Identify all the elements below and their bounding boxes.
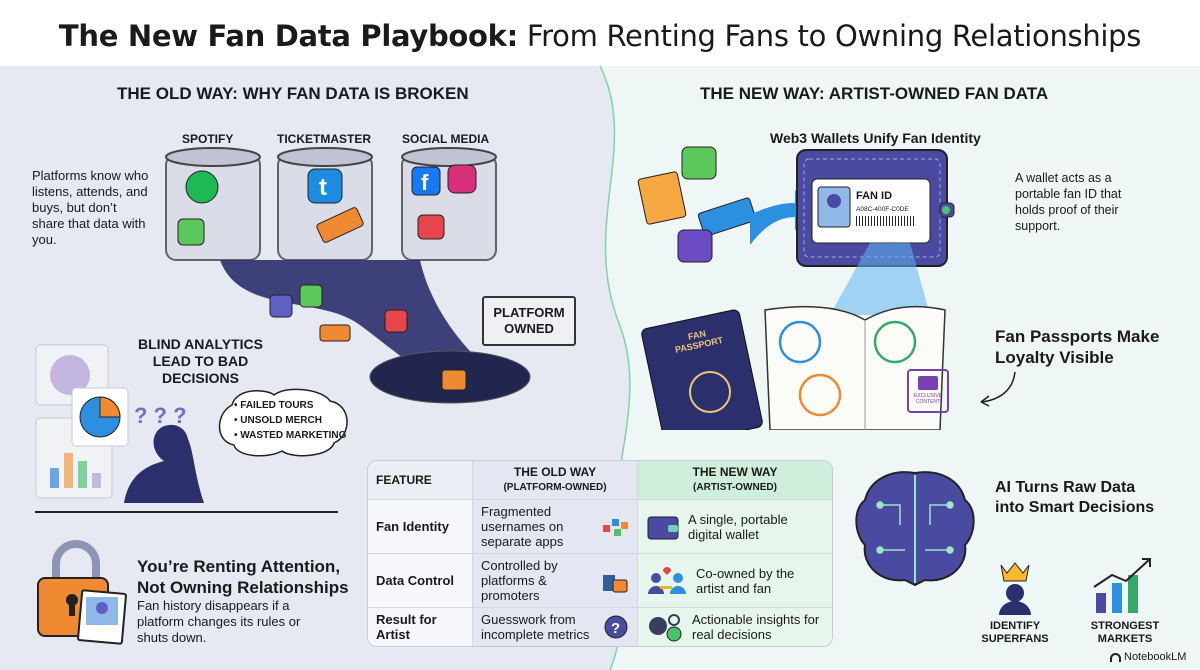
platform-owned-sign: PLATFORM OWNED [482, 296, 576, 346]
data-jars-illustration: t f [165, 147, 531, 404]
header-feature: FEATURE [368, 461, 473, 500]
fan-id-code: A08C-400F-C0DE [856, 206, 909, 213]
strongest-markets-label: STRONGEST MARKETS [1090, 620, 1160, 645]
thought-list: • FAILED TOURS • UNSOLD MERCH • WASTED M… [234, 398, 346, 443]
old-cell: Fragmented usernames on separate apps [481, 504, 564, 549]
new-cell: Co-owned by the artist and fan [696, 565, 795, 596]
renting-heading: You’re Renting Attention, Not Owning Rel… [137, 557, 349, 597]
ticketmaster-icon [307, 168, 343, 204]
instagram-icon [447, 164, 477, 194]
new-cell: Actionable insights for real decisions [692, 612, 820, 642]
market-growth-chart-icon [1093, 558, 1151, 613]
header-old-way: THE OLD WAY(PLATFORM-OWNED) [473, 461, 638, 500]
wallet-icon [647, 516, 679, 539]
blind-analytics-heading: BLIND ANALYTICS LEAD TO BAD DECISIONS [138, 336, 263, 386]
new-cell: A single, portable digital wallet [688, 511, 788, 542]
data-drain-swirl [220, 260, 490, 380]
feature-cell: Result for Artist [368, 608, 473, 646]
brand-name: NotebookLM [1124, 651, 1187, 663]
platform-label: SOCIAL MEDIA [402, 132, 490, 146]
svg-text:f: f [421, 170, 429, 195]
spotify-icon [185, 170, 219, 204]
svg-text:? ? ?: ? ? ? [134, 403, 187, 428]
comparison-table: FEATURE THE OLD WAY(PLATFORM-OWNED) THE … [367, 460, 833, 647]
passport-heading: Fan Passports Make Loyalty Visible [995, 327, 1160, 367]
notebooklm-icon [1110, 652, 1121, 662]
ticket-icon [316, 207, 364, 243]
superfan-crown-icon [999, 562, 1031, 615]
co-owned-people-icon [648, 566, 686, 594]
feature-cell: Fan Identity [368, 500, 473, 554]
jar-icon [165, 147, 497, 261]
thought-item: • UNSOLD MERCH [234, 415, 322, 426]
facebook-icon [411, 166, 441, 196]
question-icon: ? [604, 615, 628, 639]
music-icon [681, 146, 717, 180]
lock-icon [441, 369, 467, 391]
ai-heading: AI Turns Raw Data into Smart Decisions [995, 479, 1155, 516]
page-title: The New Fan Data Playbook: From Renting … [58, 19, 1142, 53]
ticket-icon [697, 197, 757, 237]
thought-item: • WASTED MARKETING [234, 430, 347, 441]
table-row: Fan Identity Fragmented usernames on sep… [368, 500, 832, 554]
music-icon [177, 218, 205, 246]
document-icon [637, 171, 687, 225]
gears-check-icon [649, 614, 682, 642]
confused-person-silhouette [124, 424, 204, 503]
analytics-charts-illustration: ? ? ? [35, 344, 204, 503]
fan-passport-illustration [641, 305, 949, 430]
old-cell: Guesswork from incomplete metrics [481, 612, 590, 642]
heart-icon [417, 214, 445, 240]
feature-cell: Data Control [368, 554, 473, 608]
ai-brain-icon [855, 471, 975, 587]
stamp-icon [798, 373, 842, 417]
platform-label: SPOTIFY [182, 132, 234, 146]
old-way-heading: THE OLD WAY: WHY FAN DATA IS BROKEN [117, 84, 469, 103]
old-cell: Controlled by platforms & promoters [481, 558, 558, 603]
new-way-heading: THE NEW WAY: ARTIST-OWNED FAN DATA [700, 84, 1049, 103]
thumbs-up-icon [677, 229, 713, 263]
platform-label: TICKETMASTER [277, 132, 371, 146]
svg-text:t: t [319, 174, 327, 201]
wallet-heading: Web3 Wallets Unify Fan Identity [770, 130, 981, 146]
projection-beam [830, 243, 930, 315]
header-new-way: THE NEW WAY(ARTIST-OWNED) [638, 461, 832, 500]
scattered-apps-icon [603, 518, 628, 536]
curved-arrow-icon [980, 371, 1016, 407]
thought-bubble [218, 388, 348, 457]
notebooklm-logo: NotebookLM [1110, 651, 1186, 663]
table-row: Data Control Controlled by platforms & p… [368, 554, 832, 608]
platforms-description: Platforms know who listens, attends, and… [32, 168, 149, 247]
wallet-illustration [637, 146, 955, 315]
fan-id-label: FAN ID [856, 190, 893, 202]
stamp-icon [778, 320, 822, 364]
database-lock-icon [603, 574, 628, 592]
renting-description: Fan history disappears if a platform cha… [137, 598, 301, 645]
thought-item: • FAILED TOURS [234, 400, 314, 411]
stamp-label: EXCLUSIVE CONTENT [913, 393, 943, 405]
identify-superfans-label: IDENTIFY SUPERFANS [981, 620, 1049, 645]
exclusive-content-stamp [907, 369, 949, 413]
table-row: Result for Artist Guesswork from incompl… [368, 608, 832, 646]
divider [35, 511, 338, 513]
svg-text:?: ? [611, 620, 620, 637]
stamp-icon [873, 320, 917, 364]
padlock-photo-icon [37, 540, 127, 645]
barcode [856, 216, 916, 226]
wallet-description: A wallet acts as a portable fan ID that … [1015, 171, 1122, 233]
